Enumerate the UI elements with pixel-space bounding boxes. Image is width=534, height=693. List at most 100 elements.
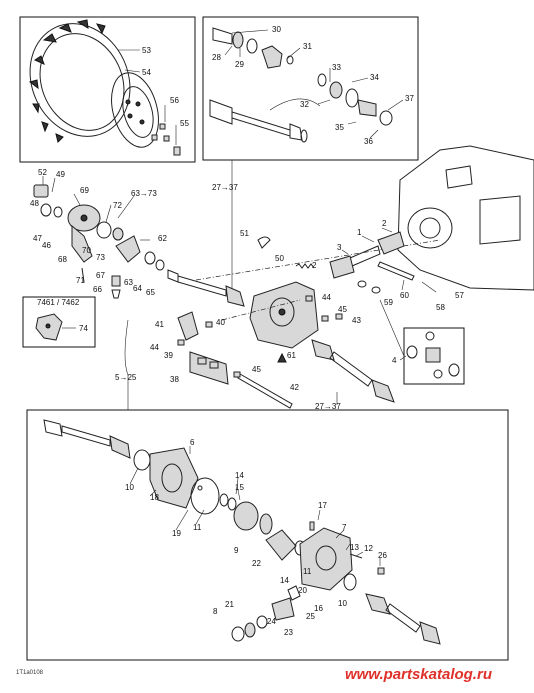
label-9: 9: [234, 546, 239, 555]
driveshaft-detail-drawing: [209, 27, 393, 143]
label-56: 56: [170, 96, 179, 105]
label-58: 58: [436, 303, 445, 312]
label-18: 18: [150, 493, 159, 502]
pinion-stack-drawing: [197, 485, 301, 642]
engine-case-drawing: [397, 145, 534, 291]
label-50: 50: [275, 254, 284, 263]
tire-drawing: [28, 19, 159, 148]
label-38: 38: [170, 375, 179, 384]
label-34: 34: [370, 73, 379, 82]
label-47: 47: [33, 234, 42, 243]
connector-ujoint: [379, 299, 405, 357]
label-63: 63: [124, 278, 133, 287]
label-49: 49: [56, 170, 65, 179]
box-wheel: [19, 16, 196, 163]
ujoint-drawing: [406, 331, 460, 379]
label-23: 23: [284, 628, 293, 637]
label-74: 74: [79, 324, 88, 333]
box-knuckle-7461: [22, 296, 96, 348]
box-driveshaft: [202, 16, 419, 161]
label-54: 54: [142, 68, 151, 77]
label-19: 19: [172, 529, 181, 538]
label-8: 8: [213, 607, 218, 616]
label-41: 41: [155, 320, 164, 329]
label-52: 52: [38, 168, 47, 177]
label-11-bottom: 11: [303, 567, 312, 576]
label-15: 15: [235, 483, 244, 492]
label-4: 4: [392, 356, 397, 365]
long-bolt-42: [237, 373, 293, 409]
wheel-nuts: [151, 123, 181, 156]
hub-knuckle-drawing: [33, 184, 165, 299]
label-70: 70: [82, 246, 91, 255]
right-driveshaft-drawing: [311, 339, 395, 403]
label-10-left: 10: [125, 483, 134, 492]
label-5-25: 5→25: [115, 373, 137, 382]
label-62: 62: [158, 234, 167, 243]
label-45-top: 45: [338, 305, 347, 314]
label-20: 20: [298, 586, 307, 595]
label-1: 1: [357, 228, 362, 237]
label-17: 17: [318, 501, 327, 510]
clip-51: [257, 236, 271, 249]
label-14-bottom: 14: [280, 576, 289, 585]
label-31: 31: [303, 42, 312, 51]
label-25: 25: [306, 612, 315, 621]
label-12: 12: [364, 544, 373, 553]
label-2-center: 2: [312, 261, 317, 270]
label-36: 36: [364, 137, 373, 146]
label-16: 16: [314, 604, 323, 613]
label-65: 65: [146, 288, 155, 297]
diff-case-right-drawing: [299, 521, 385, 591]
label-59: 59: [384, 298, 393, 307]
diagram-code: 1T1a0108: [16, 670, 44, 676]
label-33: 33: [332, 63, 341, 72]
label-3: 3: [337, 243, 342, 252]
label-45-bottom: 45: [252, 365, 261, 374]
label-73: 73: [96, 253, 105, 262]
label-72: 72: [113, 201, 122, 210]
label-21: 21: [225, 600, 234, 609]
label-42: 42: [290, 383, 299, 392]
label-53: 53: [142, 46, 151, 55]
diff-bearings-drawing: [219, 493, 306, 561]
label-28: 28: [212, 53, 221, 62]
diff-left-shaft-drawing: [43, 419, 131, 459]
diff-case-left-drawing: [133, 447, 220, 515]
left-driveshaft-drawing: [167, 269, 245, 307]
mount-bracket-drawing: [177, 311, 229, 385]
label-64: 64: [133, 284, 142, 293]
label-13: 13: [350, 543, 359, 552]
label-44-top: 44: [322, 293, 331, 302]
label-35: 35: [335, 123, 344, 132]
label-67: 67: [96, 271, 105, 280]
label-63-73: 63→73: [131, 189, 157, 198]
label-51: 51: [240, 229, 249, 238]
label-40: 40: [216, 318, 225, 327]
label-24: 24: [267, 617, 276, 626]
label-32: 32: [300, 100, 309, 109]
label-11: 11: [193, 523, 202, 532]
label-69: 69: [80, 186, 89, 195]
label-68: 68: [58, 255, 67, 264]
label-61: 61: [287, 351, 296, 360]
label-57: 57: [455, 291, 464, 300]
label-7461-7462: 7461 / 7462: [37, 298, 80, 307]
diff-right-shaft-drawing: [365, 593, 441, 645]
label-10-right: 10: [338, 599, 347, 608]
label-27-37-bottom: 27→37: [315, 402, 341, 411]
knuckle-drawing: [35, 313, 63, 341]
label-60: 60: [400, 291, 409, 300]
label-66: 66: [93, 285, 102, 294]
label-48: 48: [30, 199, 39, 208]
watermark: www.partskatalog.ru: [345, 666, 492, 683]
label-27-37-top: 27→37: [212, 183, 238, 192]
label-39: 39: [164, 351, 173, 360]
label-2-right: 2: [382, 219, 387, 228]
label-6: 6: [190, 438, 195, 447]
connector-5-25: [124, 319, 129, 410]
label-71: 71: [76, 276, 85, 285]
output-shaft-drawing: [329, 231, 415, 294]
label-37: 37: [405, 94, 414, 103]
